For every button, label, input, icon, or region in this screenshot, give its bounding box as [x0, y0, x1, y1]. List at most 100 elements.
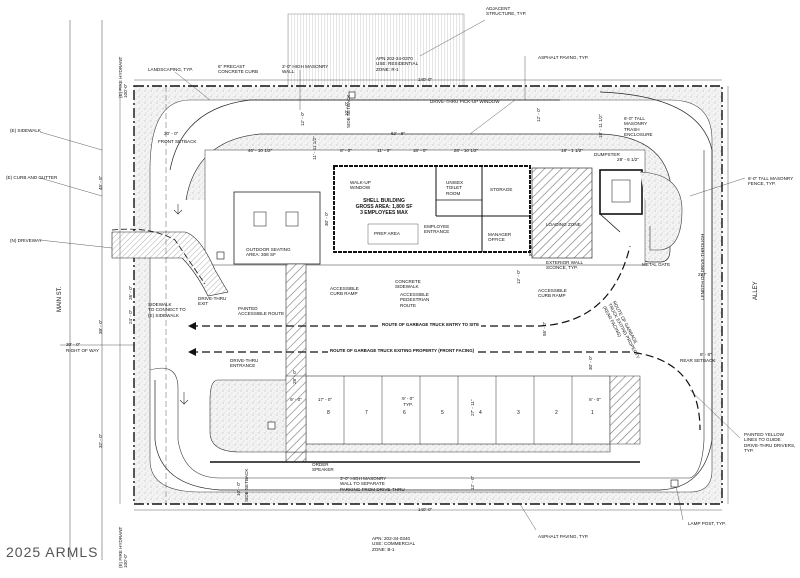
dim-stall3: 9' - 0" [290, 397, 302, 402]
dim-vert-24: 24' - 0" [128, 309, 133, 324]
parking-hatch-right [609, 375, 641, 445]
dim-vert-30b: 30' - 0" [588, 355, 593, 370]
loading-zone-label: LOADING ZONE [546, 222, 581, 227]
dim-vert-11: 11' - 11 1/2" [312, 136, 317, 160]
dim-vert-12a: 12' - 0" [300, 111, 305, 126]
dim-stall: 17' - 0" [317, 397, 333, 402]
building-employees: 3 EMPLOYEES MAX [360, 210, 408, 216]
garbage-entry-route [190, 245, 631, 327]
dim-vert-39: 39' - 0" [98, 319, 103, 334]
lamp-post-label: LAMP POST, TYP. [688, 521, 726, 526]
existing-sidewalk-label: (E) SIDEWALK [10, 128, 41, 133]
parking-stalls [343, 376, 573, 444]
garbage-entry-label: ROUTE OF GARBAGE TRUCK ENTRY TO SITE [380, 322, 482, 327]
dim-ped: 12' - 0" [516, 269, 521, 284]
dim-front-setback: 20' - 0" [164, 131, 179, 136]
dim-side-bottom: 10' - 0" [236, 481, 241, 496]
alley-label: ALLEY [753, 281, 759, 300]
stall-number: 7 [365, 410, 368, 416]
dim-vert-right: 55' - 0" [542, 321, 547, 336]
dim-far-right: 16' - 1 1/2" [561, 148, 583, 153]
dim-vert-12b: 12' - 0" [536, 107, 541, 122]
rear-setback-label: REAR SETBACK [680, 358, 716, 363]
length-drive-through-label: LENGTH OF DRIVE-THROUGH [700, 233, 705, 300]
driveway-strip [111, 231, 229, 297]
dim-stall2: 9' - 0" [402, 396, 414, 401]
dim-right-top: 28' - 10 1/2" [453, 148, 479, 153]
front-setback-label: FRONT SETBACK [158, 139, 197, 144]
driveway-label: (N) DRIVEWAY [10, 238, 42, 243]
dim-rear-setback: 8' - 8" [700, 352, 712, 357]
main-street-label: MAIN ST. [57, 286, 63, 312]
stall-number: 3 [517, 410, 520, 416]
side-setback-bottom-label: SIDE SETBACK [244, 468, 249, 502]
dim-left-top: 46' - 10 1/2" [247, 148, 273, 153]
dim-stall4: 8' - 0" [589, 397, 601, 402]
shell-building [333, 165, 531, 253]
dim-top-width: 140'-0" [417, 77, 433, 82]
curb-gutter-label: (E) CURB AND GUTTER [6, 175, 58, 180]
dim-vert-top: 10' - 0" [344, 101, 349, 116]
dim-dumpster: 28' - 6 1/2" [617, 157, 639, 162]
dim-vert-45: 45' - 8" [98, 175, 103, 190]
dim-27: 27' - 11" [470, 399, 475, 416]
driveway-curve [111, 228, 206, 285]
stall-number: 8 [327, 410, 330, 416]
dim-typ: TYP. [403, 402, 413, 407]
landscape-island-right [639, 171, 683, 251]
metal-gate-label: METAL GATE [642, 262, 671, 267]
landscaping-label: LANDSCAPING, TYP. [148, 67, 194, 72]
loading-zone [531, 167, 593, 259]
stall-number: 2 [555, 410, 558, 416]
dim-win3: 18' - 0" [412, 148, 428, 153]
stall-number: 1 [591, 410, 594, 416]
dim-8: 8' - 0" [528, 244, 533, 256]
row-dim: 30' - 0" [66, 342, 81, 347]
dim-win2: 11' - 0" [377, 148, 391, 153]
adjacent-structure [287, 13, 465, 88]
dim-bldg-top: 62' - 8" [390, 131, 406, 136]
stall-number: 5 [441, 410, 444, 416]
dim-drive-length: 277' [698, 272, 707, 277]
garbage-exit-route [190, 351, 701, 431]
landscape-bottom-left [149, 150, 705, 479]
dim-vert-18: 18' - 11 1/2" [598, 113, 603, 138]
stall-number: 6 [403, 410, 406, 416]
dim-vert-32: 32' - 0" [98, 433, 103, 448]
dumpster-label: DUMPSTER [594, 152, 620, 157]
asphalt-bottom-label: ASPHALT PAVING, TYP. [538, 534, 589, 539]
armls-watermark: 2025 ARMLS [6, 544, 99, 560]
parking-hatch-left [285, 375, 307, 453]
drive-thru-loop-outer [154, 91, 713, 491]
drive-thru-window-label: DRIVE-THRU PICK-UP WINDOW [430, 99, 500, 104]
building-area: GROSS AREA: 1,800 SF [355, 204, 413, 210]
right-of-way-label: RIGHT OF WAY [66, 348, 100, 353]
dim-vert-bottom: 12' - 0" [470, 475, 475, 490]
dim-bottom-width: 140'-0" [417, 507, 433, 512]
stall-number: 4 [479, 410, 482, 416]
asphalt-top-label: ASPHALT PAVING, TYP. [538, 55, 589, 60]
